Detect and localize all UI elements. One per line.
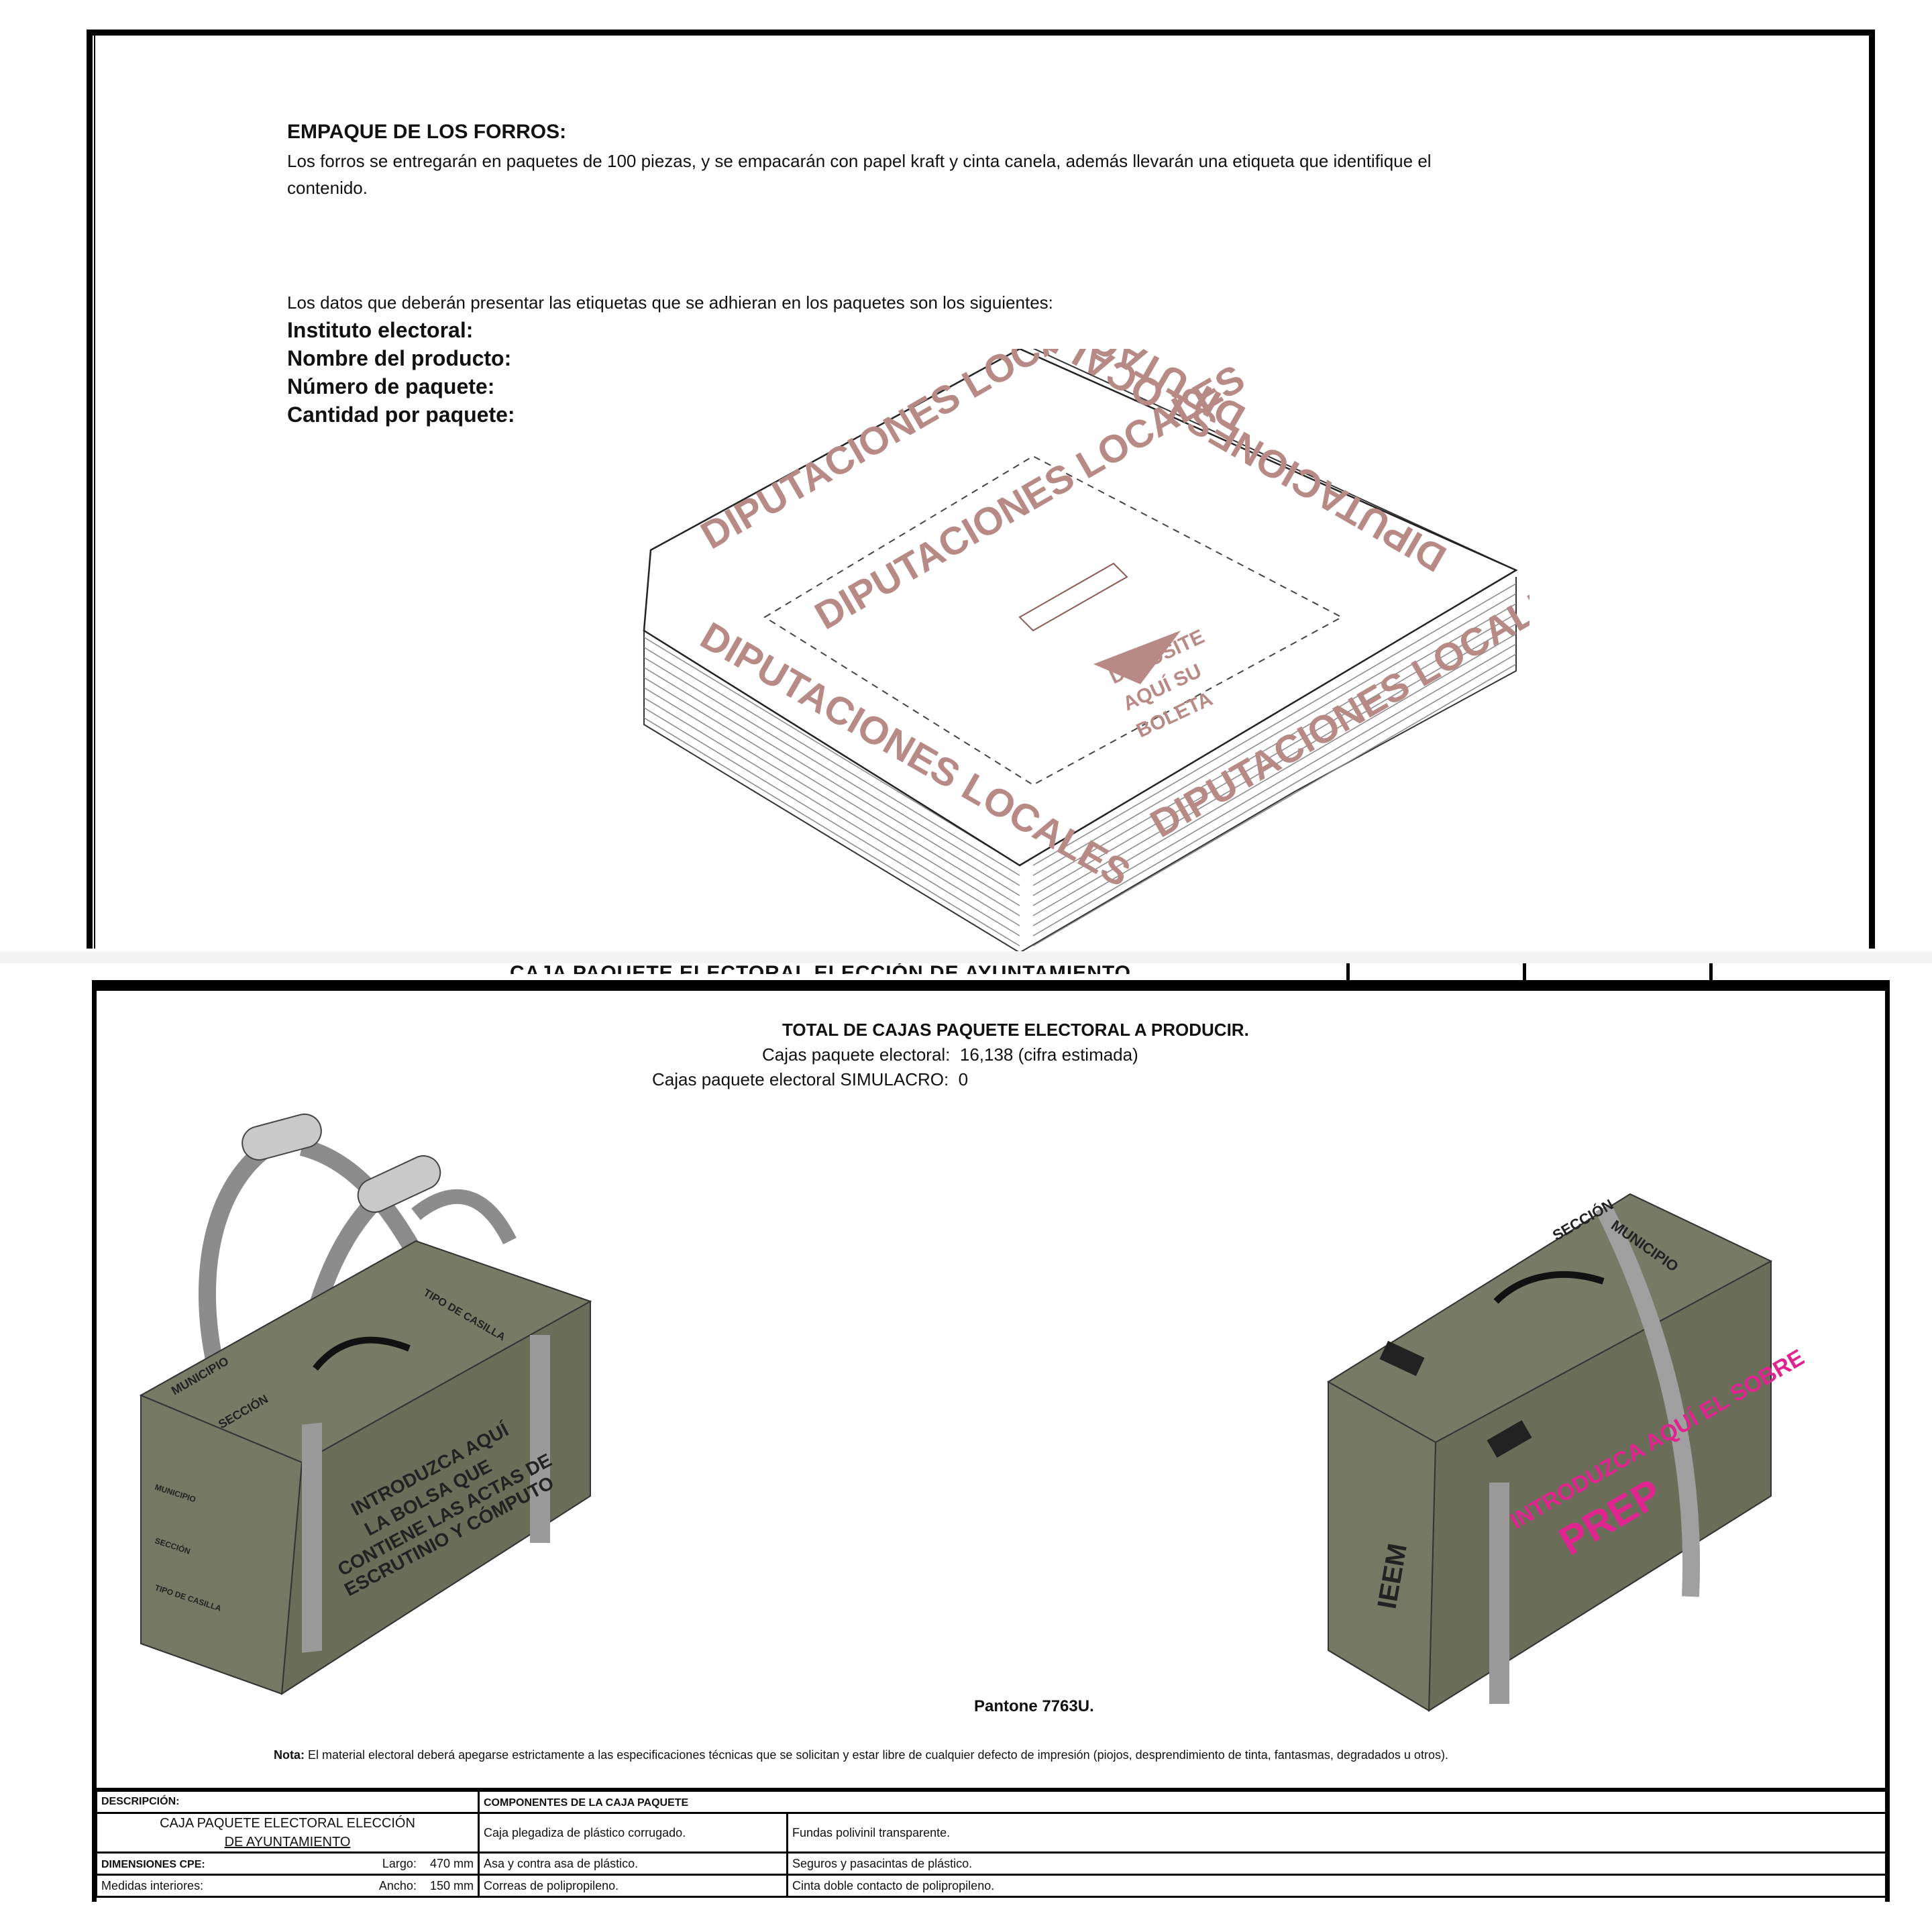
medidas-row: Medidas interiores: Ancho: 150 mm [95, 1874, 480, 1898]
descripcion-value: CAJA PAQUETE ELECTORAL ELECCIÓN DE AYUNT… [95, 1812, 480, 1854]
largo-label: Largo: [382, 1856, 417, 1870]
left-box-illustration: MUNICIPIO SECCIÓN TIPO DE CASILLA MUNICI… [139, 1113, 592, 1695]
label-field-cantidad: Cantidad por paquete: [287, 402, 515, 427]
comp-cell-2-2: Seguros y pasacintas de plástico. [786, 1851, 1888, 1876]
right-box-illustration: MUNICIPIO SECCIÓN IEEM INTRODUZCA AQUÍ E… [1327, 1193, 1805, 1712]
spec-table: DESCRIPCIÓN: COMPONENTES DE LA CAJA PAQU… [95, 1788, 1888, 1898]
cut-tick-3 [1709, 963, 1713, 989]
descripcion-cell: DESCRIPCIÓN: [95, 1788, 480, 1814]
label-field-instituto: Instituto electoral: [287, 318, 474, 342]
packing-paragraph-line-1: Los forros se entregarán en paquetes de … [287, 151, 1432, 171]
comp-cell-1-1: Caja plegadiza de plástico corrugado. [478, 1812, 788, 1854]
top-page-frame-inner-line [94, 35, 95, 949]
cut-tick-2 [1523, 963, 1526, 989]
bottom-page-frame [92, 986, 1890, 1902]
page-separator [0, 951, 1932, 963]
comp-cell-3-2: Cinta doble contacto de polipropileno. [786, 1874, 1888, 1898]
descripcion-value-line-1: CAJA PAQUETE ELECTORAL ELECCIÓN [160, 1816, 415, 1831]
total-line-2-label: Cajas paquete electoral SIMULACRO: [652, 1069, 949, 1089]
top-page-frame [87, 30, 1875, 949]
box-side-face [140, 1394, 303, 1695]
flat-box-stack-illustration: DIPUTACIONES LOCALES DIPUTACIONES LOCALE… [643, 349, 1529, 953]
ancho-label: Ancho: [378, 1878, 417, 1892]
medidas-label: Medidas interiores: [101, 1878, 204, 1892]
largo-value: 470 mm [429, 1856, 474, 1870]
total-title: TOTAL DE CAJAS PAQUETE ELECTORAL A PRODU… [782, 1020, 1249, 1040]
dimensiones-row: DIMENSIONES CPE: Largo: 470 mm [95, 1851, 480, 1876]
nota: Nota: El material electoral deberá apega… [274, 1748, 1448, 1762]
label-data-intro: Los datos que deberán presentar las etiq… [287, 292, 1053, 313]
right-box-side-face [1328, 1381, 1437, 1712]
comp-cell-1-2: Fundas polivinil transparente. [786, 1812, 1888, 1854]
total-line-1-label: Cajas paquete electoral: [762, 1044, 951, 1065]
cut-tick-1 [1346, 963, 1350, 989]
ancho-value: 150 mm [429, 1878, 474, 1892]
carry-handle-slot [313, 1336, 411, 1371]
packing-paragraph-line-2: contenido. [287, 178, 368, 198]
total-line-2-value: 0 [958, 1069, 969, 1089]
descripcion-label: DESCRIPCIÓN: [101, 1796, 180, 1807]
label-field-paquete: Número de paquete: [287, 374, 495, 398]
comp-cell-3-1: Correas de polipropileno. [478, 1874, 788, 1898]
componentes-label: COMPONENTES DE LA CAJA PAQUETE [484, 1796, 689, 1809]
dimensiones-label: DIMENSIONES CPE: [101, 1858, 205, 1870]
ancho-group: Ancho: 150 mm [379, 1879, 474, 1893]
nota-text: El material electoral deberá apegarse es… [308, 1748, 1448, 1762]
label-field-producto: Nombre del producto: [287, 346, 512, 370]
largo-group: Largo: 470 mm [382, 1857, 474, 1871]
total-line-1: Cajas paquete electoral: 16,138 (cifra e… [762, 1044, 1138, 1065]
nota-label: Nota: [274, 1748, 305, 1762]
right-strap [1595, 1203, 1701, 1597]
descripcion-value-line-2: DE AYUNTAMIENTO [224, 1835, 351, 1849]
handle-grip-2 [357, 1155, 441, 1213]
componentes-header: COMPONENTES DE LA CAJA PAQUETE [478, 1788, 1888, 1814]
total-line-1-value: 16,138 (cifra estimada) [959, 1044, 1138, 1065]
comp-cell-2-1: Asa y contra asa de plástico. [478, 1851, 788, 1876]
packing-heading: EMPAQUE DE LOS FORROS: [287, 121, 567, 143]
handle-grip-1 [241, 1113, 322, 1161]
arrow-icon [1093, 631, 1181, 684]
cut-off-title: CAJA PAQUETE ELECTORAL ELECCIÓN DE AYUNT… [510, 963, 1131, 974]
pantone-label: Pantone 7763U. [974, 1697, 1094, 1715]
total-line-2: Cajas paquete electoral SIMULACRO: 0 [652, 1069, 968, 1090]
bottom-page-top-rule [92, 980, 1890, 986]
